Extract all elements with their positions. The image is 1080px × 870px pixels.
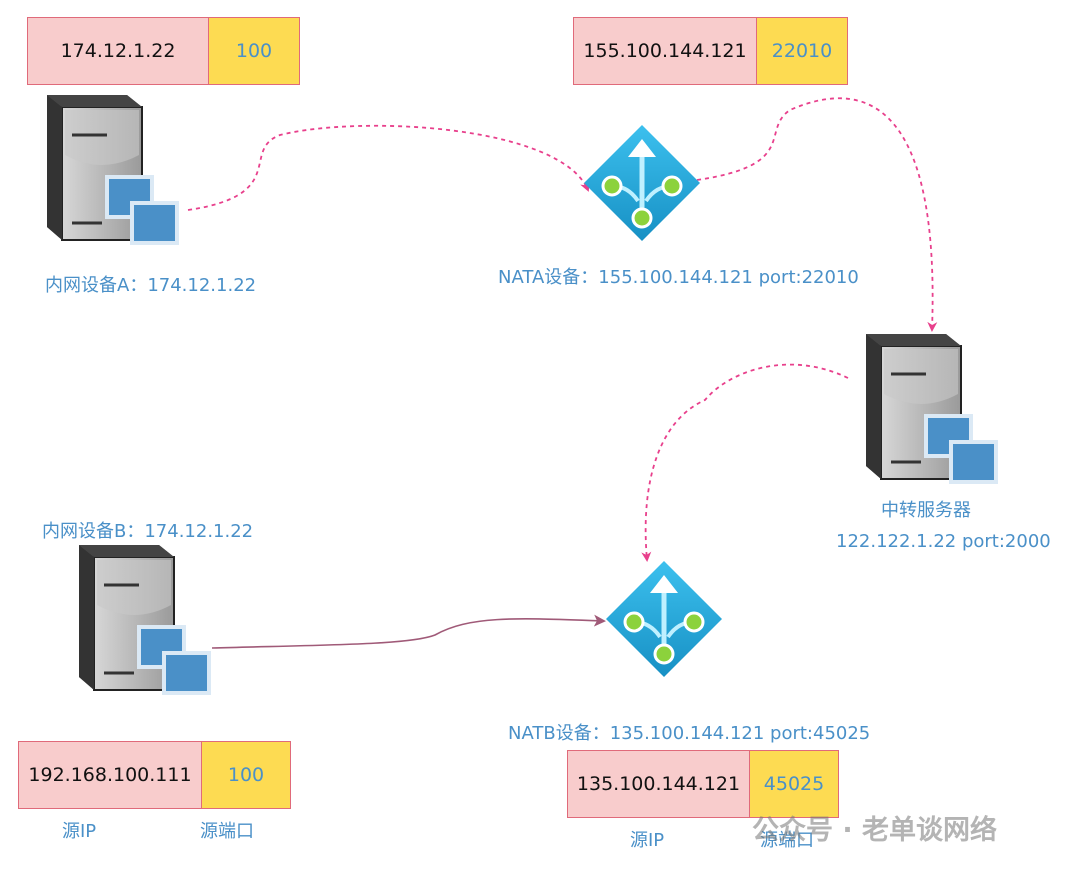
host-b-server-icon	[77, 543, 211, 695]
host-a-port: 100	[208, 18, 299, 84]
watermark: 公众号 · 老单谈网络	[752, 815, 998, 846]
host-b-address-box: 192.168.100.111 100	[18, 741, 291, 809]
nat-b-address-box: 135.100.144.121 45025	[567, 750, 839, 818]
nat-b-ip: 135.100.144.121	[568, 751, 749, 817]
nat-a-address-box: 155.100.144.121 22010	[573, 17, 848, 85]
relay-server-icon	[864, 332, 998, 484]
host-b-ip: 192.168.100.111	[19, 742, 201, 808]
link-nata-to-relay	[696, 97, 938, 332]
host-a-server-icon	[45, 93, 179, 245]
host-b-port-caption: 源端口	[200, 821, 254, 842]
relay-label: 中转服务器	[881, 500, 971, 521]
host-b-ip-caption: 源IP	[62, 821, 97, 842]
nat-a-port: 22010	[756, 18, 847, 84]
nat-b-ip-caption: 源IP	[630, 830, 665, 851]
nat-b-router-icon	[606, 561, 722, 677]
nat-b-label: NATB设备：135.100.144.121 port:45025	[508, 723, 871, 744]
host-b-label: 内网设备B：174.12.1.22	[42, 521, 254, 542]
host-a-address-box: 174.12.1.22 100	[27, 17, 300, 85]
nat-b-port-caption: 源端口	[760, 830, 814, 851]
nat-a-ip: 155.100.144.121	[574, 18, 756, 84]
link-hostb-to-natb	[211, 614, 606, 649]
link-hosta-to-nata	[187, 124, 590, 211]
nat-b-port: 45025	[748, 751, 838, 817]
nat-a-label: NATA设备：155.100.144.121 port:22010	[498, 267, 859, 288]
relay-address-label: 122.122.1.22 port:2000	[836, 531, 1051, 552]
host-a-ip: 174.12.1.22	[28, 18, 208, 84]
nat-a-router-icon	[584, 125, 700, 241]
host-b-port: 100	[200, 742, 290, 808]
link-relay-to-natb	[641, 363, 849, 562]
host-a-label: 内网设备A：174.12.1.22	[45, 275, 257, 296]
